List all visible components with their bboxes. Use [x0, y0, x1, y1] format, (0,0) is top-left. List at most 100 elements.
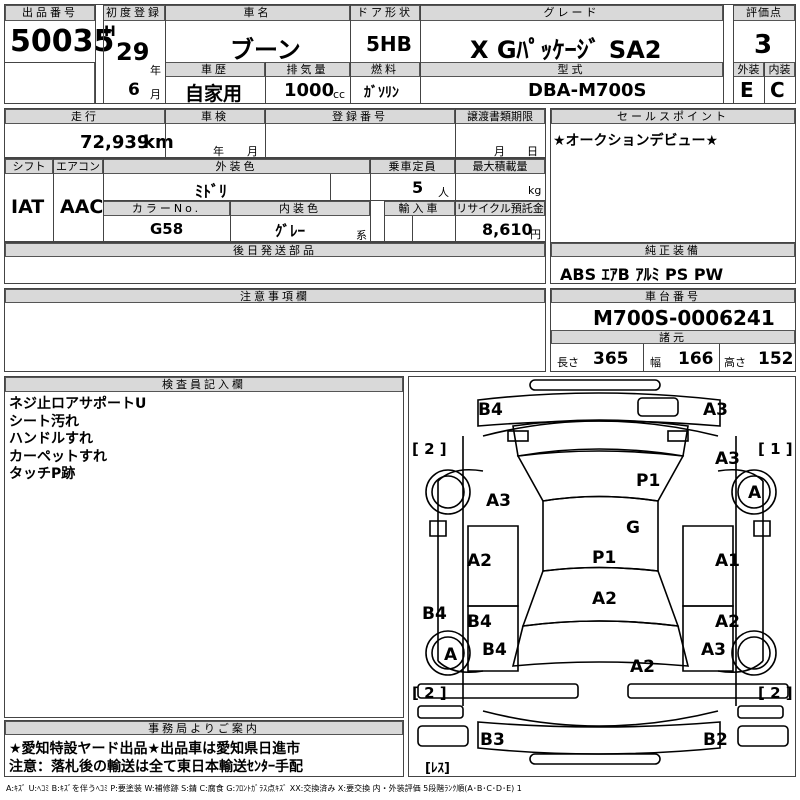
- maxload-label: 最大積載量: [455, 159, 545, 174]
- inspection-label: 車検: [165, 109, 265, 124]
- int-label: 内装: [764, 62, 795, 77]
- ext-grade: E: [740, 78, 754, 102]
- spare-tyre: [ﾚｽ]: [425, 761, 450, 776]
- tyre-right-rear: [ 2 ]: [758, 684, 793, 702]
- dims-label: 諸元: [551, 330, 795, 344]
- transfer-label: 譲渡書類期限: [455, 109, 545, 124]
- inspector-label: 検査員記入欄: [5, 377, 403, 392]
- displacement-label: 排気量: [265, 62, 350, 77]
- inspector-note: カーペットすれ: [9, 448, 107, 465]
- mark-b4: B4: [482, 640, 507, 660]
- fuel-label: 燃料: [350, 62, 420, 77]
- width: 166: [678, 349, 714, 369]
- mileage-label: 走行: [5, 109, 165, 124]
- color: ﾐﾄﾞﾘ: [195, 182, 228, 201]
- int-grade: C: [770, 78, 785, 102]
- shift-label: シフト: [5, 159, 53, 174]
- transfer-month-unit: 月: [494, 145, 505, 158]
- equipment-label: 純正装備: [551, 243, 795, 257]
- height-label: 高さ: [724, 356, 746, 369]
- recycle-label: リサイクル預託金: [455, 201, 545, 216]
- recycle-unit: 円: [530, 228, 541, 241]
- inspector-note: ネジ止ロアサポートU: [9, 396, 147, 412]
- ext-label: 外装: [733, 62, 764, 77]
- inspector-note: シート汚れ: [9, 413, 79, 430]
- car-name-label: 車名: [165, 5, 350, 21]
- fuel: ｶﾞｿﾘﾝ: [364, 85, 399, 101]
- era: H: [104, 24, 116, 40]
- plate-label: 登録番号: [265, 109, 455, 124]
- mark-b4: B4: [422, 604, 447, 624]
- length-label: 長さ: [557, 356, 579, 369]
- score-label: 評価点: [733, 5, 795, 21]
- mark-a3: A3: [715, 449, 740, 469]
- mark-a: A: [444, 645, 458, 665]
- recycle: 8,610: [482, 220, 533, 239]
- color-label: 外装色: [103, 159, 370, 174]
- grade: X Gﾊﾟｯｹｰｼﾞ SA2: [470, 36, 662, 64]
- later-parts-label: 後日発送部品: [5, 243, 545, 257]
- mark-a3: A3: [486, 491, 511, 511]
- tyre-right-front: [ 1 ]: [758, 440, 793, 458]
- length: 365: [593, 349, 629, 369]
- mileage-unit: km: [143, 132, 174, 153]
- reg-year-unit: 年: [150, 64, 161, 77]
- damage-diagram: [408, 376, 796, 777]
- mark-a3: A3: [701, 640, 726, 660]
- mark-a3: A3: [703, 400, 728, 420]
- mark-a2: A2: [715, 612, 740, 632]
- inspector-note: タッチP跡: [9, 466, 76, 482]
- interior-color-label: 内装色: [230, 201, 370, 216]
- mark-b4: B4: [478, 400, 503, 420]
- office-label: 事務局よりご案内: [5, 721, 403, 735]
- mark-a2: A2: [467, 551, 492, 571]
- inspector-notes: ネジ止ロアサポートU シート汚れ ハンドルすれ カーペットすれ タッチP跡: [9, 396, 146, 484]
- maxload-unit: kg: [528, 184, 542, 197]
- inspector-note: ハンドルすれ: [9, 431, 93, 447]
- mileage: 72,939: [80, 132, 150, 153]
- history-label: 車歴: [165, 62, 265, 77]
- office-line-2: 注意：落札後の輸送は全て東日本輸送ｾﾝﾀｰ手配: [9, 759, 303, 775]
- inspector-box: [4, 376, 404, 718]
- import-label: 輸入車: [384, 201, 455, 216]
- mark-a: A: [748, 483, 762, 503]
- mark-b2: B2: [703, 730, 728, 750]
- displacement: 1000: [284, 80, 335, 101]
- chassis-label: 車台番号: [551, 289, 795, 303]
- mark-a2: A2: [630, 657, 655, 677]
- shift: IAT: [11, 196, 45, 218]
- model-label: 型式: [420, 62, 723, 77]
- office-line-1: ★愛知特設ヤード出品★出品車は愛知県日進市: [9, 741, 301, 757]
- mark-g: G: [626, 518, 640, 538]
- capacity: 5: [412, 178, 424, 197]
- mark-a1: A1: [715, 551, 740, 571]
- sales-point-text: ★オークションデビュー★: [553, 133, 719, 149]
- grade-label: グレード: [420, 5, 723, 21]
- lot-no-label: 出品番号: [5, 5, 95, 21]
- capacity-unit: 人: [438, 186, 449, 199]
- chassis: M700S-0006241: [593, 306, 775, 330]
- reg-month: 6: [128, 80, 140, 100]
- lot-no: 50035: [10, 24, 115, 59]
- mark-p1: P1: [636, 471, 661, 491]
- car-outline-diagram: [417, 379, 789, 765]
- first-reg-label: 初度登録: [103, 5, 165, 21]
- mark-a2: A2: [592, 589, 617, 609]
- equipment: ABS ｴｱB ｱﾙﾐ PS PW: [560, 265, 724, 284]
- tyre-left-front: [ 2 ]: [412, 440, 447, 458]
- lot-no-lower: [5, 62, 95, 103]
- interior-suffix: 系: [356, 229, 367, 242]
- displacement-unit: cc: [333, 88, 346, 101]
- tyre-left-rear: [ 2 ]: [412, 684, 447, 702]
- colorno-label: カラーNo.: [103, 201, 230, 216]
- insp-month-unit: 月: [247, 145, 258, 158]
- colorno: G58: [150, 220, 184, 238]
- sales-point-label: セールスポイント: [551, 109, 795, 124]
- car-name: ブーン: [230, 36, 301, 64]
- door-label: ドア形状: [350, 5, 420, 21]
- mark-b4: B4: [467, 612, 492, 632]
- history: 自家用: [185, 83, 243, 105]
- door: 5HB: [366, 32, 412, 56]
- notes-label: 注意事項欄: [5, 289, 545, 303]
- reg-month-unit: 月: [150, 88, 161, 101]
